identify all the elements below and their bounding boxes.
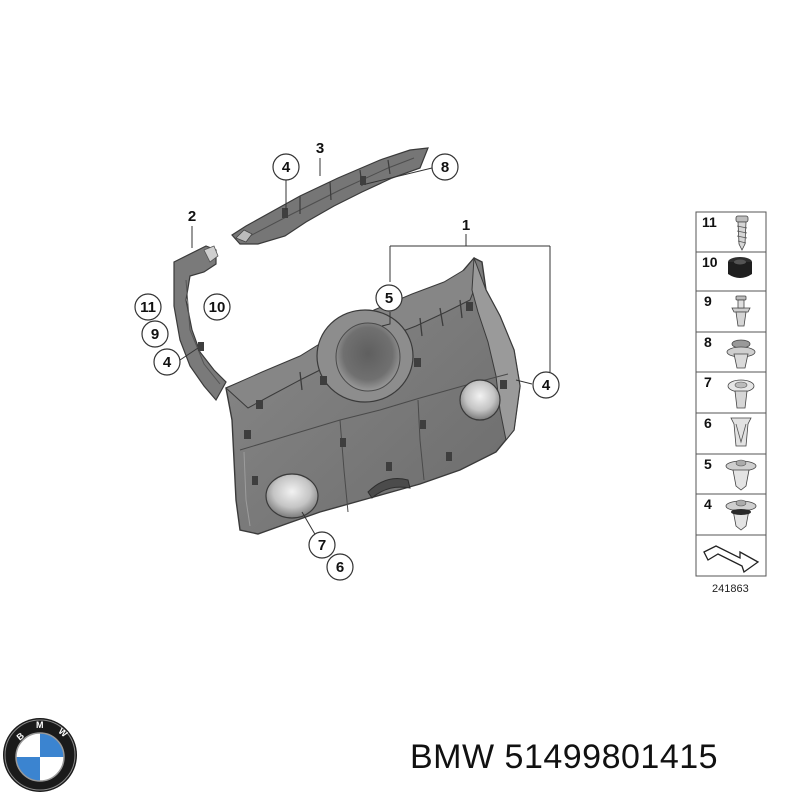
nut-clip-icon — [730, 417, 752, 447]
callouts: 1 2 3 4 8 11 10 9 4 5 — [134, 140, 560, 581]
callout-8: 8 — [431, 153, 459, 181]
callout-2: 2 — [188, 208, 196, 225]
legend-label-6: 6 — [704, 415, 712, 431]
grommet-icon — [728, 257, 752, 278]
bmw-logo: B M W — [3, 718, 77, 792]
upper-trim-strip-part — [231, 147, 429, 245]
callout-4-right: 4 — [532, 371, 560, 399]
callout-4-left-label: 4 — [163, 354, 172, 371]
callout-11-label: 11 — [140, 299, 156, 316]
fastener-legend: 11 10 9 8 7 6 5 4 — [695, 211, 767, 595]
legend-label-11: 11 — [702, 214, 717, 230]
callout-4-upper: 4 — [272, 153, 300, 181]
legend-label-10: 10 — [702, 254, 718, 270]
legend-label-9: 9 — [704, 293, 712, 309]
trim-clip-icon — [725, 459, 757, 491]
legend-label-4: 4 — [704, 496, 712, 512]
screw-icon — [735, 215, 749, 251]
callout-7-label: 7 — [318, 537, 326, 554]
svg-text:B: B — [15, 730, 27, 742]
callout-3: 3 — [316, 140, 324, 157]
legend-label-7: 7 — [704, 374, 712, 390]
svg-text:M: M — [36, 720, 44, 730]
callout-1: 1 — [462, 217, 470, 234]
arrow-symbol-icon — [703, 545, 760, 574]
callout-4-upper-label: 4 — [282, 159, 291, 176]
part-caption: BMW 51499801415 — [410, 738, 790, 788]
callout-10: 10 — [203, 293, 231, 321]
tailgate-trim-panel-part — [225, 256, 521, 535]
callout-6-label: 6 — [336, 559, 344, 576]
expanding-clip-icon — [726, 339, 756, 369]
callout-9: 9 — [141, 320, 169, 348]
foam-clip-icon — [725, 499, 757, 531]
side-trim-strip-part — [173, 245, 227, 402]
diagram-number: 241863 — [712, 583, 749, 595]
callout-10-label: 10 — [209, 299, 226, 316]
callout-9-label: 9 — [151, 326, 159, 343]
callout-6: 6 — [326, 553, 354, 581]
push-pin-icon — [731, 295, 751, 327]
callout-5-label: 5 — [385, 290, 393, 307]
callout-8-label: 8 — [441, 159, 449, 176]
callout-4-left: 4 — [153, 348, 181, 376]
callout-11: 11 — [134, 293, 162, 321]
legend-label-5: 5 — [704, 456, 712, 472]
callout-7: 7 — [308, 531, 336, 559]
callout-4-right-label: 4 — [542, 377, 551, 394]
rivet-clip-icon — [727, 379, 755, 409]
part-number: 51499801415 — [504, 738, 719, 776]
callout-5: 5 — [375, 284, 403, 312]
leader-lines — [179, 158, 551, 537]
brand-name: BMW — [410, 738, 495, 776]
legend-label-8: 8 — [704, 334, 712, 350]
